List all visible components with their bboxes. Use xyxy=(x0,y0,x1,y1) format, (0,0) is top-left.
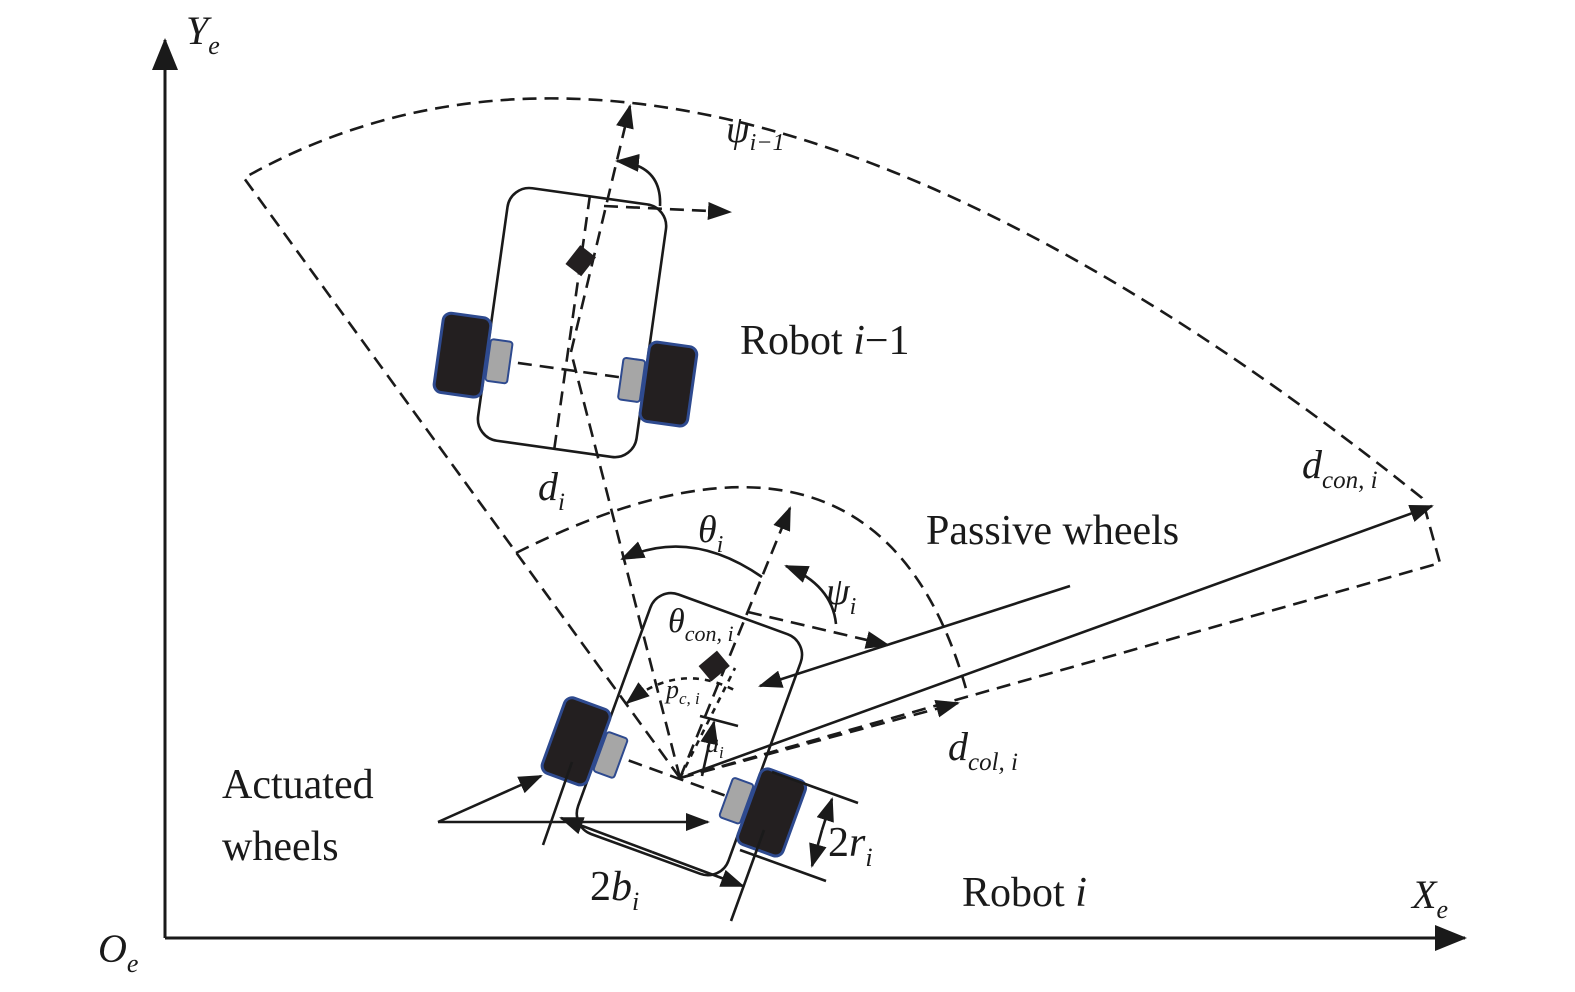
direction-arrow-prev xyxy=(569,104,634,353)
robot-cur-left-hub xyxy=(592,731,629,779)
robot-cur-sensor xyxy=(698,650,730,682)
robot-prev-body xyxy=(476,186,668,459)
actuated-label-line2: wheels xyxy=(222,824,339,870)
x-axis-label: Xe xyxy=(1410,872,1448,924)
origin-label: Oe xyxy=(98,926,138,978)
two-r-extension-bottom xyxy=(739,848,827,883)
two-b-arrow-left xyxy=(559,816,653,854)
two-b-label: 2bi xyxy=(590,864,639,916)
robot-cur-wheel-axle xyxy=(607,751,741,803)
d-i-line xyxy=(569,351,682,779)
theta-i-label: θi xyxy=(698,509,723,558)
direction-arrow-i xyxy=(678,506,792,779)
text-labels: Ye Xe Oe ψi−1 Robot i−1 dcon, i di Passi… xyxy=(98,8,1448,978)
a-i-tick xyxy=(699,714,739,728)
two-r-arrow-bottom xyxy=(809,829,827,868)
a-i-label: ai xyxy=(706,729,724,762)
d-col-arrow xyxy=(679,700,960,780)
d-con-arrow xyxy=(687,504,1434,777)
robot-cur xyxy=(540,591,808,877)
a-i-arrow xyxy=(700,720,719,777)
psi-prev-label: ψi−1 xyxy=(726,109,784,156)
annotation-lines xyxy=(437,153,1434,831)
psi-i-heading-arrow xyxy=(747,610,890,649)
theta-con-label: θcon, i xyxy=(668,603,734,646)
y-axis-label: Ye xyxy=(186,8,220,60)
robot-prev-heading-axis xyxy=(553,196,592,450)
robot-prev-label: Robot i−1 xyxy=(740,318,910,364)
p-c-label: pc, i xyxy=(664,675,700,708)
two-r-extension-top xyxy=(771,770,859,805)
dimension-lines xyxy=(541,761,859,922)
passive-wheels-label: Passive wheels xyxy=(926,508,1179,554)
psi-i-label: ψi xyxy=(826,571,856,620)
two-r-label: 2ri xyxy=(828,820,873,872)
sensing-sectors xyxy=(242,97,1442,780)
robot-prev-left-wheel xyxy=(432,311,493,399)
d-con-label: dcon, i xyxy=(1302,442,1378,494)
theta-i-arc xyxy=(620,541,763,579)
psi-prev-heading-arrow xyxy=(603,201,732,220)
robot-prev-right-wheel xyxy=(638,340,699,428)
robot-prev xyxy=(432,186,699,459)
robot-prev-left-hub xyxy=(484,338,514,385)
two-b-arrow-right xyxy=(651,850,745,888)
theta-con-arc xyxy=(625,677,739,705)
actuated-label-line1: Actuated xyxy=(222,762,374,808)
collision-sector xyxy=(515,485,970,697)
robot-cur-right-hub xyxy=(718,777,755,825)
actuated-pointer-upper xyxy=(437,774,543,824)
passive-wheels-pointer xyxy=(758,584,1071,688)
d-col-label: dcol, i xyxy=(948,724,1018,776)
robot-prev-sensor xyxy=(565,245,597,277)
robot-cur-label: Robot i xyxy=(962,870,1087,916)
connectivity-sector xyxy=(242,97,1442,780)
psi-prev-arc xyxy=(615,153,662,207)
d-i-label: di xyxy=(538,464,565,516)
two-r-arrow-top xyxy=(816,797,834,831)
two-b-extension-right xyxy=(729,829,766,922)
two-b-extension-left xyxy=(541,761,574,846)
robot-cur-left-wheel xyxy=(540,696,612,787)
robot-cur-body xyxy=(575,591,804,877)
robot-prev-right-hub xyxy=(617,356,647,403)
coordinate-axes xyxy=(152,38,1467,951)
psi-i-arc xyxy=(784,564,838,625)
robot-prev-wheel-axle xyxy=(495,358,635,381)
